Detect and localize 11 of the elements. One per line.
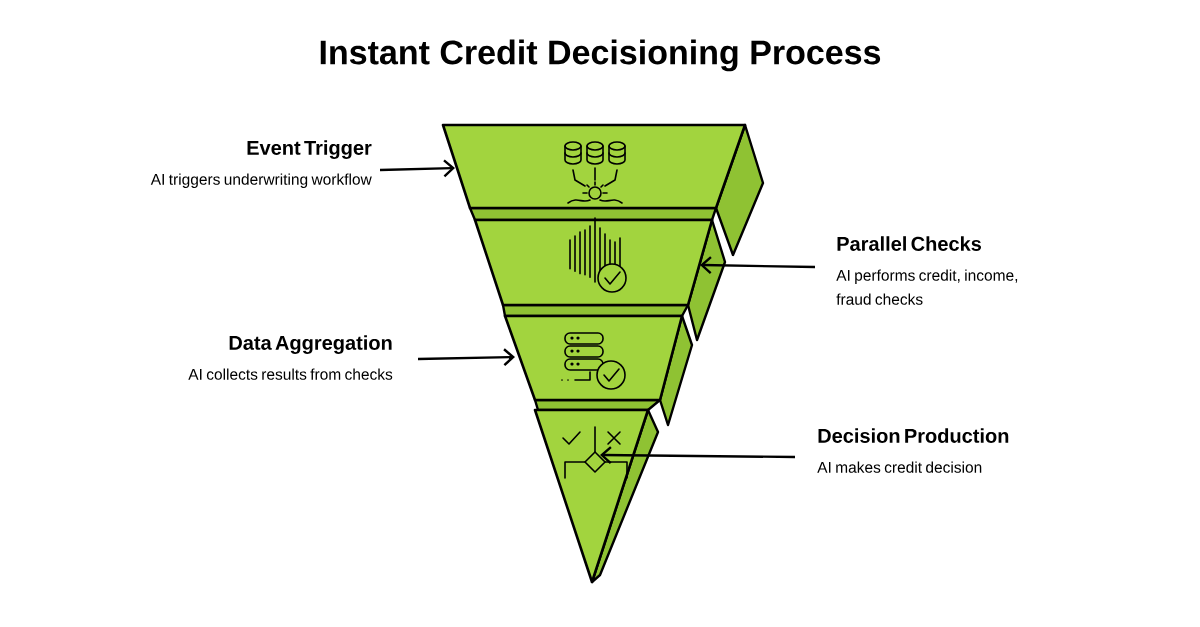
step-text: Decision Production AI makes credit decision <box>817 428 1009 473</box>
funnel-segment <box>533 408 660 584</box>
arrow <box>700 256 816 275</box>
title: Instant Credit Decisioning Process <box>320 39 881 72</box>
step-text: Data Aggregation AI collects results from checks <box>188 335 393 380</box>
arrow <box>600 446 796 464</box>
funnel-segment <box>441 123 765 257</box>
step-text: Parallel Checks AI performs credit, income, fraud checks <box>836 236 1018 305</box>
step-text: Event Trigger AI triggers underwriting workflow <box>150 140 372 188</box>
arrow <box>379 159 455 178</box>
arrow <box>418 348 515 367</box>
